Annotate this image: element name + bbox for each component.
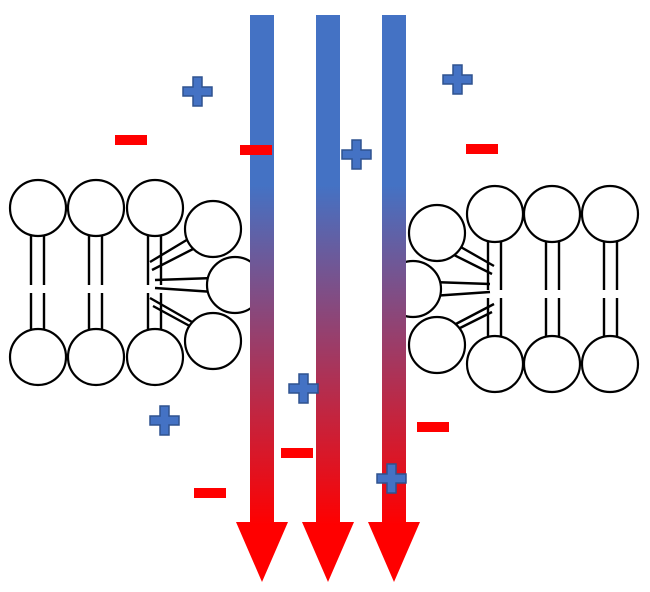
lipid-head [8, 178, 68, 238]
minus-charge-icon [194, 488, 226, 498]
lipid-head [66, 327, 126, 387]
plus-charge-icon [376, 463, 407, 494]
right-membrane [383, 184, 640, 394]
minus-charge-icon [240, 145, 272, 155]
lipid-head [125, 178, 185, 238]
right-lipid-tails [431, 238, 619, 338]
lipid-head [407, 315, 467, 375]
lipid-head [580, 334, 640, 394]
lipid-head [407, 203, 467, 263]
lipid-head [465, 184, 525, 244]
minus-charge-icon [115, 135, 147, 145]
plus-charge-icon [288, 373, 319, 404]
plus-charge-icon [182, 76, 213, 107]
lipid-head [8, 327, 68, 387]
lipid-head [522, 184, 582, 244]
minus-charge-icon [281, 448, 313, 458]
field-arrows [236, 15, 420, 582]
minus-charge-icon [466, 144, 498, 154]
left-lipid-tails [29, 232, 215, 332]
lipid-head [183, 311, 243, 371]
positive-charges [149, 64, 473, 494]
arrow-down-icon [236, 15, 288, 582]
plus-charge-icon [442, 64, 473, 95]
plus-charge-icon [341, 139, 372, 170]
left-membrane [8, 178, 265, 387]
negative-charges [115, 135, 498, 498]
lipid-head [580, 184, 640, 244]
arrow-down-icon [302, 15, 354, 582]
arrow-down-icon [368, 15, 420, 582]
lipid-head [465, 334, 525, 394]
lipid-head [522, 334, 582, 394]
lipid-head [66, 178, 126, 238]
minus-charge-icon [417, 422, 449, 432]
lipid-head [183, 199, 243, 259]
plus-charge-icon [149, 405, 180, 436]
lipid-head [125, 327, 185, 387]
